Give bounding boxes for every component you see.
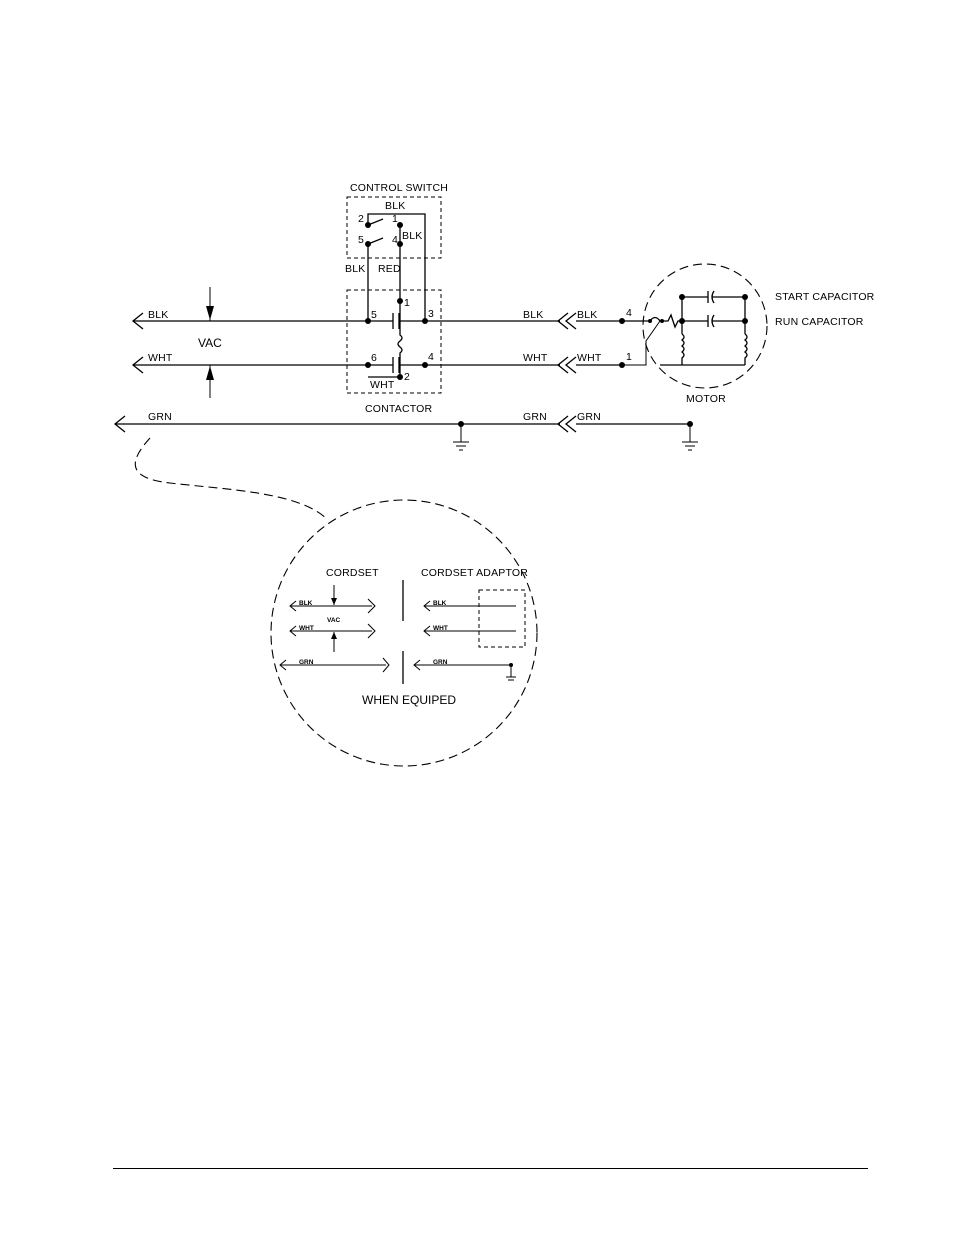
blk-label-left: BLK xyxy=(148,309,168,321)
start-winding xyxy=(745,334,747,365)
control-switch-label: CONTROL SWITCH xyxy=(350,182,448,194)
control-switch: CONTROL SWITCH BLK BLK 2 1 5 4 BLK RED xyxy=(345,182,448,321)
motor-label: MOTOR xyxy=(686,393,726,405)
switch-blk-out-label: BLK xyxy=(345,263,365,275)
grn-label-motor: GRN xyxy=(577,411,601,423)
cordset-wht-label: WHT xyxy=(299,625,314,632)
switch-blk-label-2: BLK xyxy=(402,230,422,242)
wht-label-mid: WHT xyxy=(523,352,548,364)
contactor-terminal-3: 3 xyxy=(428,308,434,320)
contactor-terminal-5: 5 xyxy=(371,309,377,321)
adaptor-grn-label: GRN xyxy=(433,659,448,666)
ground-icon xyxy=(682,421,698,450)
contactor-terminal-4: 4 xyxy=(428,351,434,363)
motor-terminal-1: 1 xyxy=(626,351,632,363)
blk-connector xyxy=(558,313,576,329)
switch-terminal-5: 5 xyxy=(358,234,364,246)
switch-terminal-2: 2 xyxy=(358,213,364,225)
blk-label-motor: BLK xyxy=(577,309,597,321)
when-equiped-label: WHEN EQUIPED xyxy=(362,693,456,707)
detail-callout: CORDSET CORDSET ADAPTOR BLK WHT VAC GRN … xyxy=(135,438,537,766)
cordset-label: CORDSET xyxy=(326,567,379,579)
wht-label-left: WHT xyxy=(148,352,173,364)
cordset-vac-label: VAC xyxy=(327,617,341,624)
run-capacitor-symbol xyxy=(682,315,745,327)
grn-label-mid: GRN xyxy=(523,411,547,423)
cordset-grn-label: GRN xyxy=(299,659,314,666)
grn-label-left: GRN xyxy=(148,411,172,423)
contactor: CONTACTOR 1 5 3 6 4 2 WHT xyxy=(347,290,441,415)
switch-terminal-1: 1 xyxy=(392,213,398,225)
motor-terminal-4: 4 xyxy=(626,307,632,319)
callout-leader xyxy=(135,438,328,520)
adaptor-blk-label: BLK xyxy=(433,600,447,607)
contactor-terminal-2: 2 xyxy=(404,371,410,383)
grn-connector xyxy=(558,416,576,432)
footer-rule xyxy=(113,1168,868,1169)
cordset-blk-label: BLK xyxy=(299,600,313,607)
blk-label-mid: BLK xyxy=(523,309,543,321)
vac-label: VAC xyxy=(198,336,222,350)
contactor-terminal-6: 6 xyxy=(371,352,377,364)
run-capacitor-label: RUN CAPACITOR xyxy=(775,316,864,328)
adaptor-box xyxy=(479,590,525,647)
ground-icon xyxy=(453,421,469,450)
start-capacitor-label: START CAPACITOR xyxy=(775,291,875,303)
switch-red-out-label: RED xyxy=(378,263,401,275)
contactor-label: CONTACTOR xyxy=(365,403,433,415)
wht-connector xyxy=(558,357,576,373)
detail-circle xyxy=(271,500,537,766)
main-lines: BLK BLK BLK 4 WHT WHT WHT 1 VAC GRN GRN … xyxy=(115,287,698,450)
wht-label-motor: WHT xyxy=(577,352,602,364)
contactor-wht-label: WHT xyxy=(370,379,395,391)
motor-outline xyxy=(643,264,767,388)
main-winding xyxy=(682,334,684,365)
switch-blk-label: BLK xyxy=(385,200,405,212)
motor: MOTOR START CAPACITOR RUN CAPACITOR xyxy=(622,264,875,405)
contactor-terminal-1: 1 xyxy=(404,297,410,309)
cordset-adaptor-label: CORDSET ADAPTOR xyxy=(421,567,528,579)
start-capacitor-symbol xyxy=(682,291,745,303)
adaptor-wht-label: WHT xyxy=(433,625,448,632)
ground-icon xyxy=(506,677,516,680)
